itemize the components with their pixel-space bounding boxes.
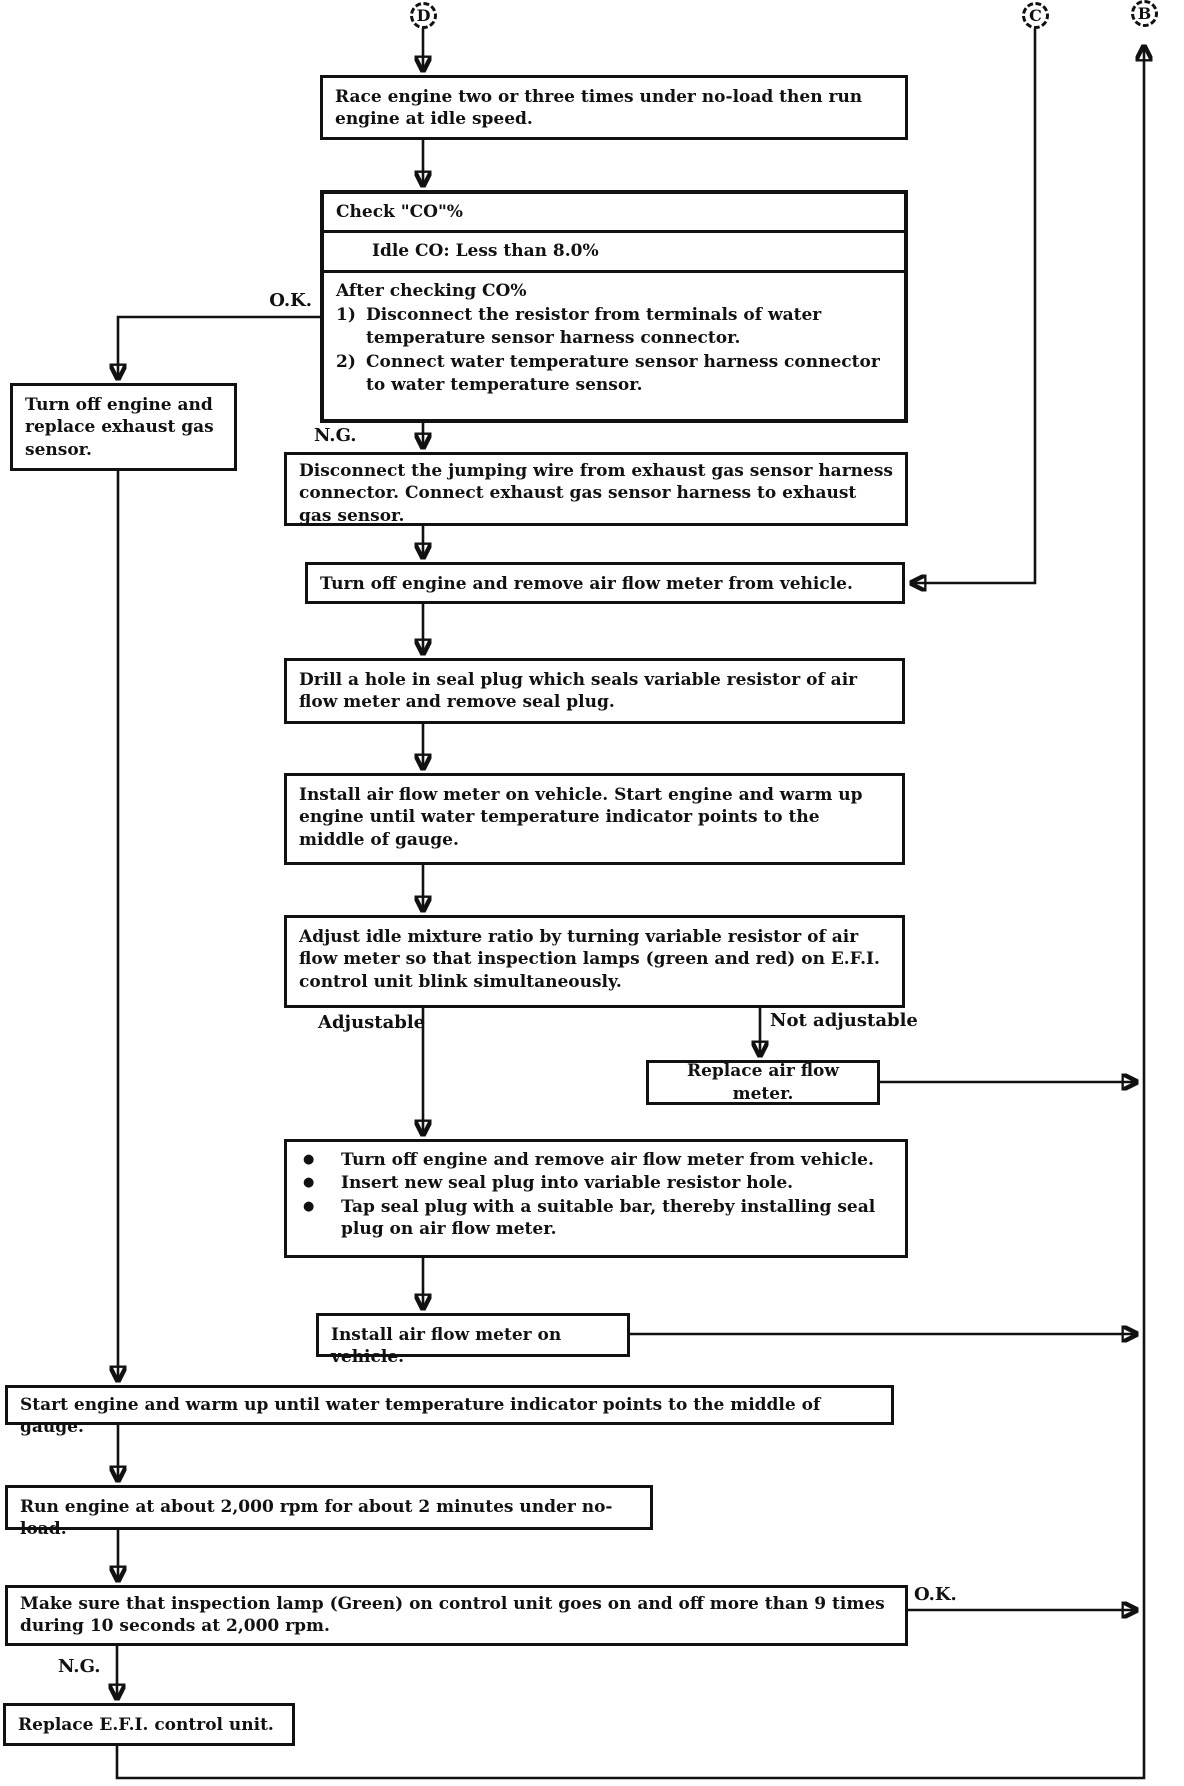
connector-letter-c: C: [1029, 6, 1042, 25]
step-drill-seal-plug: Drill a hole in seal plug which seals va…: [284, 658, 905, 724]
step-adjust-idle-mixture: Adjust idle mixture ratio by turning var…: [284, 915, 905, 1008]
connector-circle-c: C: [1022, 2, 1049, 29]
step-run-engine-2000rpm: Run engine at about 2,000 rpm for about …: [5, 1485, 653, 1539]
bullet-text: Turn off engine and remove air flow mete…: [341, 1150, 874, 1170]
step-turn-off-replace-exhaust-sensor: Turn off engine and replace exhaust gas …: [10, 383, 237, 471]
step-number: 1): [336, 305, 356, 326]
label-not-adjustable: Not adjustable: [770, 1010, 918, 1031]
step-install-afm-warm-up: Install air flow meter on vehicle. Start…: [284, 773, 905, 865]
step-seal-plug-bullets: ● Turn off engine and remove air flow me…: [284, 1139, 908, 1258]
connector-letter-b: B: [1137, 4, 1152, 23]
step-install-afm: Install air flow meter on vehicle.: [316, 1313, 630, 1367]
connector-circle-d: D: [410, 2, 437, 29]
step-check-co: Check "CO"% Idle CO: Less than 8.0% Afte…: [320, 190, 908, 423]
bullet-item: ● Turn off engine and remove air flow me…: [297, 1149, 895, 1171]
step-number: 2): [336, 352, 356, 373]
check-co-step-2: 2) Connect water temperature sensor harn…: [336, 351, 892, 396]
bullet-icon: ●: [303, 1175, 315, 1191]
check-co-title: Check "CO"%: [324, 194, 904, 234]
connector-circle-b: B: [1131, 0, 1158, 27]
step-text: Disconnect the resistor from terminals o…: [366, 305, 822, 348]
step-replace-efi-unit: Replace E.F.I. control unit.: [3, 1703, 295, 1746]
line-c-to-remove-afm: [912, 28, 1037, 583]
bullet-text: Insert new seal plug into variable resis…: [341, 1173, 794, 1194]
check-co-after: After checking CO% 1) Disconnect the res…: [324, 273, 904, 403]
label-ng-check-co: N.G.: [314, 425, 357, 446]
label-ok-lamp-check: O.K.: [914, 1584, 957, 1605]
bullet-icon: ●: [303, 1152, 315, 1167]
bullet-icon: ●: [303, 1198, 315, 1214]
label-ng-lamp-check: N.G.: [58, 1656, 101, 1677]
step-disconnect-jumping-wire: Disconnect the jumping wire from exhaust…: [284, 452, 908, 526]
check-co-step-1: 1) Disconnect the resistor from terminal…: [336, 304, 892, 349]
label-adjustable: Adjustable: [318, 1012, 426, 1033]
step-text: Connect water temperature sensor harness…: [366, 352, 880, 395]
check-co-after-title: After checking CO%: [336, 280, 527, 301]
step-race-engine: Race engine two or three times under no-…: [320, 75, 908, 140]
arrow-ok-check-to-replace-sensor: [118, 315, 320, 378]
label-ok-check-co: O.K.: [269, 290, 312, 311]
bullet-item: ● Tap seal plug with a suitable bar, the…: [297, 1196, 895, 1241]
step-replace-air-flow-meter: Replace air flow meter.: [646, 1060, 880, 1105]
connector-letter-d: D: [416, 6, 431, 25]
bullet-item: ● Insert new seal plug into variable res…: [297, 1172, 895, 1194]
step-start-engine-warm-up: Start engine and warm up until water tem…: [5, 1385, 894, 1437]
step-check-inspection-lamp: Make sure that inspection lamp (Green) o…: [5, 1585, 908, 1646]
bullet-text: Tap seal plug with a suitable bar, there…: [341, 1196, 876, 1240]
step-remove-air-flow-meter: Turn off engine and remove air flow mete…: [305, 562, 905, 604]
check-co-spec: Idle CO: Less than 8.0%: [324, 233, 904, 273]
